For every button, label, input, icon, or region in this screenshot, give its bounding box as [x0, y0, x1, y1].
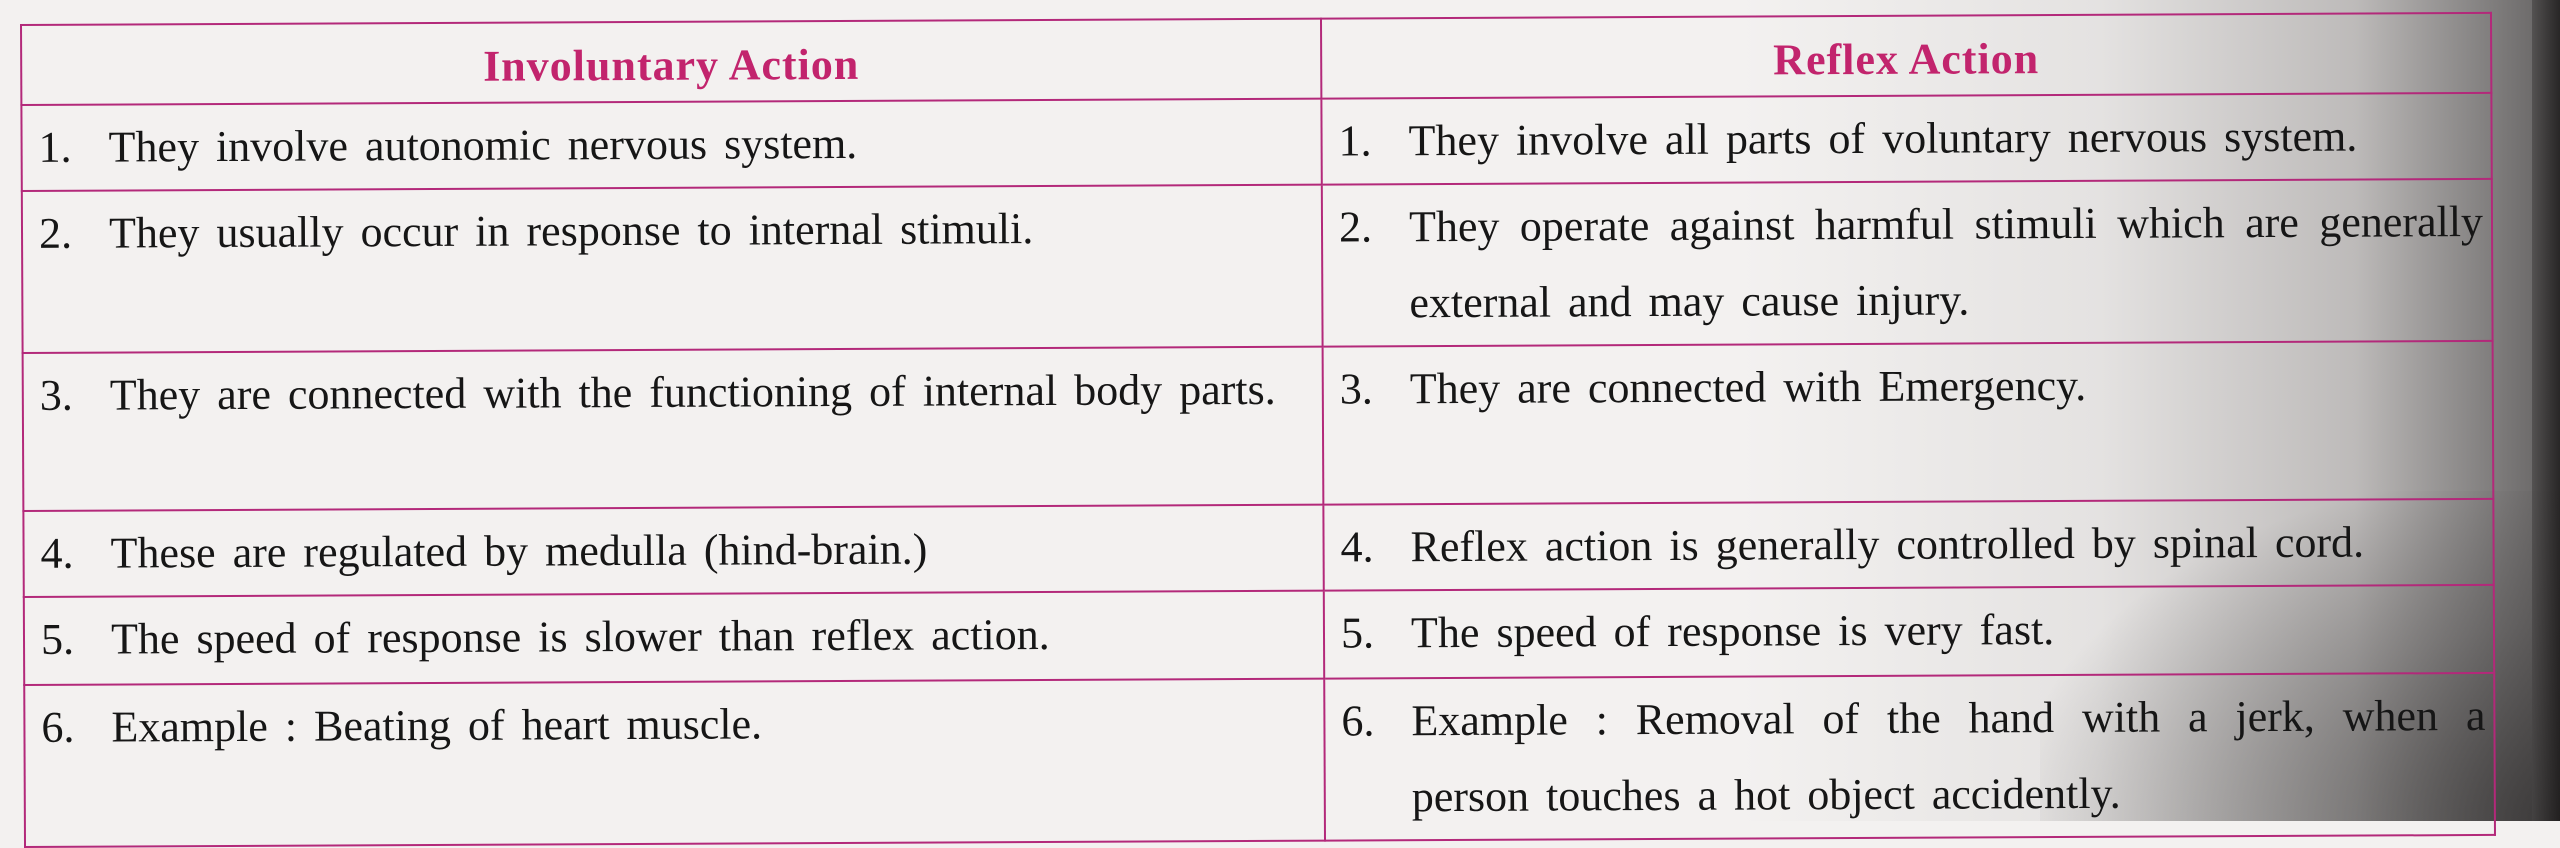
involuntary-cell: 6. Example : Beating of heart muscle. [24, 678, 1326, 847]
item-number: 4. [40, 528, 74, 578]
table-row: 4. These are regulated by medulla (hind-… [23, 498, 2494, 597]
item-number: 6. [1341, 696, 1375, 746]
involuntary-cell: 2. They usually occur in response to int… [21, 184, 1323, 353]
item-number: 6. [41, 702, 75, 752]
comparison-sheet: Involuntary Action Reflex Action 1. They… [20, 12, 2496, 848]
item-text: They are connected with Emergency. [1409, 360, 2087, 414]
reflex-cell: 5. The speed of response is very fast. [1323, 584, 2495, 679]
table-row: 3. They are connected with the functioni… [22, 340, 2494, 511]
item-text: Example : Beating of heart muscle. [111, 699, 763, 752]
table-row: 1. They involve autonomic nervous system… [21, 92, 2492, 191]
comparison-table: Involuntary Action Reflex Action 1. They… [20, 12, 2496, 848]
reflex-cell: 4. Reflex action is generally controlled… [1323, 498, 2494, 591]
involuntary-cell: 5. The speed of response is slower than … [23, 590, 1325, 685]
item-number: 5. [1340, 608, 1375, 658]
table-row: 2. They usually occur in response to int… [21, 178, 2493, 353]
involuntary-cell: 4. These are regulated by medulla (hind-… [23, 504, 1324, 597]
header-row: Involuntary Action Reflex Action [21, 12, 2492, 105]
item-text: The speed of response is very fast. [1410, 605, 2055, 658]
item-number: 3. [1339, 364, 1373, 414]
header-reflex-action: Reflex Action [1320, 12, 2492, 99]
involuntary-cell: 3. They are connected with the functioni… [22, 346, 1324, 511]
involuntary-cell: 1. They involve autonomic nervous system… [21, 98, 1322, 191]
table-row: 5. The speed of response is slower than … [23, 584, 2495, 685]
item-number: 1. [1338, 116, 1372, 166]
reflex-cell: 2. They operate against harmful stimuli … [1321, 178, 2493, 347]
reflex-cell: 6. Example : Removal of the hand with a … [1324, 672, 2495, 841]
item-number: 2. [1338, 202, 1373, 252]
item-number: 4. [1340, 522, 1374, 572]
item-text: Reflex action is generally controlled by… [1410, 517, 2365, 572]
item-text: Example : Removal of the hand with a jer… [1411, 690, 2486, 822]
reflex-cell: 3. They are connected with Emergency. [1322, 340, 2494, 505]
item-text: They involve autonomic nervous system. [108, 118, 858, 172]
item-number: 1. [38, 122, 72, 172]
item-number: 5. [40, 614, 75, 664]
item-number: 2. [38, 208, 73, 258]
page-right-edge [2532, 0, 2560, 821]
item-text: The speed of response is slower than ref… [110, 609, 1050, 664]
header-involuntary-action: Involuntary Action [21, 18, 1322, 105]
item-text: They are connected with the functioning … [109, 364, 1276, 420]
item-text: They operate against harmful stimuli whi… [1408, 196, 2484, 328]
item-text: They usually occur in response to intern… [108, 204, 1034, 258]
reflex-cell: 1. They involve all parts of voluntary n… [1321, 92, 2492, 185]
item-number: 3. [39, 370, 73, 420]
item-text: They involve all parts of voluntary nerv… [1408, 111, 2358, 166]
item-text: These are regulated by medulla (hind-bra… [110, 524, 928, 578]
